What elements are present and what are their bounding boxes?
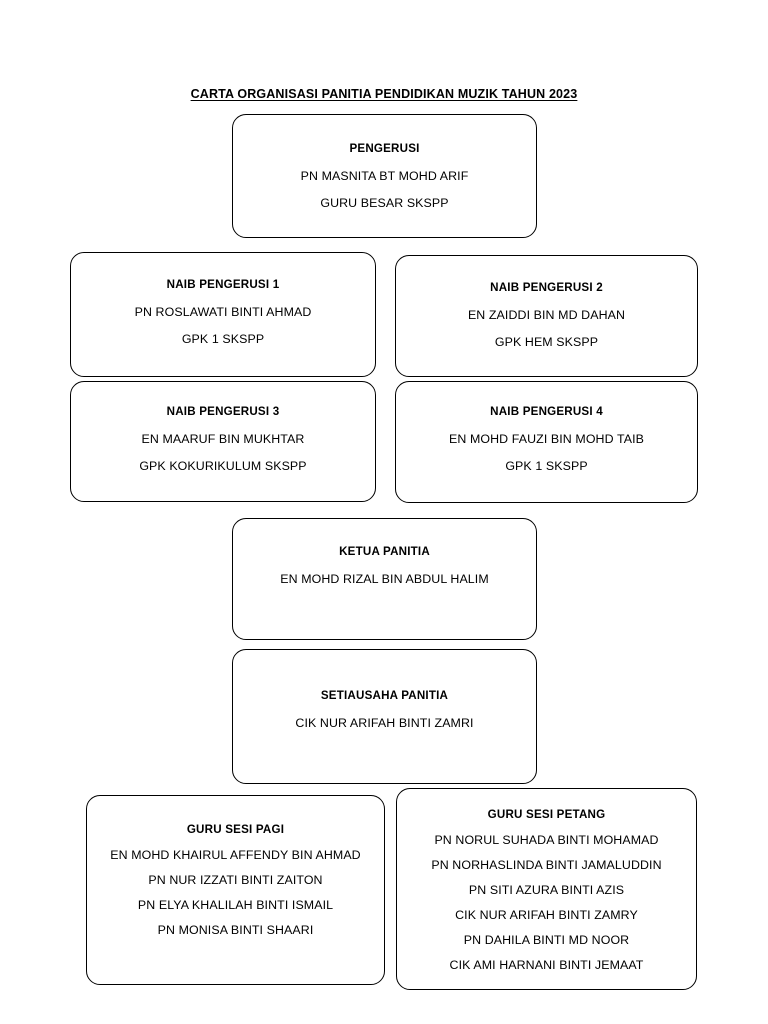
org-node-line: GPK 1 SKSPP xyxy=(505,459,588,473)
org-node-lines: PN MASNITA BT MOHD ARIF GURU BESAR SKSPP xyxy=(243,168,526,211)
org-node-role: NAIB PENGERUSI 4 xyxy=(490,405,603,418)
org-node-line: PN ELYA KHALILAH BINTI ISMAIL xyxy=(137,898,334,912)
org-node-lines: CIK NUR ARIFAH BINTI ZAMRI xyxy=(243,715,526,731)
org-node-line: EN MOHD FAUZI BIN MOHD TAIB xyxy=(449,432,644,446)
org-node-role: GURU SESI PETANG xyxy=(487,808,606,821)
org-node-setiausaha-panitia: SETIAUSAHA PANITIA CIK NUR ARIFAH BINTI … xyxy=(232,649,537,784)
org-node-line: PN SITI AZURA BINTI AZIS xyxy=(468,883,625,897)
org-node-line: EN MAARUF BIN MUKHTAR xyxy=(141,432,305,446)
org-node-lines: EN MOHD KHAIRUL AFFENDY BIN AHMAD PN NUR… xyxy=(97,847,374,938)
org-node-naib-pengerusi-1: NAIB PENGERUSI 1 PN ROSLAWATI BINTI AHMA… xyxy=(70,252,376,377)
org-node-line: PN DAHILA BINTI MD NOOR xyxy=(463,933,630,947)
org-node-lines: EN MOHD RIZAL BIN ABDUL HALIM xyxy=(243,571,526,587)
org-node-role: KETUA PANITIA xyxy=(339,545,430,558)
org-node-role: GURU SESI PAGI xyxy=(186,823,285,836)
org-node-pengerusi: PENGERUSI PN MASNITA BT MOHD ARIF GURU B… xyxy=(232,114,537,238)
org-node-line: PN NUR IZZATI BINTI ZAITON xyxy=(148,873,323,887)
org-node-line: GPK 1 SKSPP xyxy=(181,332,265,346)
org-node-role: PENGERUSI xyxy=(349,142,420,155)
org-node-line: EN ZAIDDI BIN MD DAHAN xyxy=(467,308,626,322)
org-node-role: NAIB PENGERUSI 3 xyxy=(166,405,280,418)
page-title: CARTA ORGANISASI PANITIA PENDIDIKAN MUZI… xyxy=(190,87,578,101)
org-node-guru-sesi-petang: GURU SESI PETANG PN NORUL SUHADA BINTI M… xyxy=(396,788,697,990)
org-node-lines: PN NORUL SUHADA BINTI MOHAMAD PN NORHASL… xyxy=(407,832,686,973)
org-node-lines: EN MOHD FAUZI BIN MOHD TAIB GPK 1 SKSPP xyxy=(406,431,687,474)
org-node-naib-pengerusi-4: NAIB PENGERUSI 4 EN MOHD FAUZI BIN MOHD … xyxy=(395,381,698,503)
org-node-naib-pengerusi-2: NAIB PENGERUSI 2 EN ZAIDDI BIN MD DAHAN … xyxy=(395,255,698,377)
org-node-role: NAIB PENGERUSI 2 xyxy=(490,281,603,294)
org-node-line: PN NORUL SUHADA BINTI MOHAMAD xyxy=(434,833,659,847)
org-node-line: CIK AMI HARNANI BINTI JEMAAT xyxy=(449,958,644,972)
org-node-role: SETIAUSAHA PANITIA xyxy=(320,689,449,702)
org-node-line: PN ROSLAWATI BINTI AHMAD xyxy=(134,305,312,319)
org-node-line: PN MASNITA BT MOHD ARIF xyxy=(300,169,469,183)
org-node-line: PN NORHASLINDA BINTI JAMALUDDIN xyxy=(431,858,662,872)
org-node-ketua-panitia: KETUA PANITIA EN MOHD RIZAL BIN ABDUL HA… xyxy=(232,518,537,640)
org-node-lines: EN MAARUF BIN MUKHTAR GPK KOKURIKULUM SK… xyxy=(81,431,365,474)
org-node-line: PN MONISA BINTI SHAARI xyxy=(157,923,314,937)
org-node-role: NAIB PENGERUSI 1 xyxy=(166,278,280,291)
org-node-line: GPK HEM SKSPP xyxy=(494,335,599,349)
org-node-lines: PN ROSLAWATI BINTI AHMAD GPK 1 SKSPP xyxy=(81,304,365,347)
org-node-line: GURU BESAR SKSPP xyxy=(320,196,449,210)
org-node-line: CIK NUR ARIFAH BINTI ZAMRI xyxy=(295,716,474,730)
org-node-guru-sesi-pagi: GURU SESI PAGI EN MOHD KHAIRUL AFFENDY B… xyxy=(86,795,385,985)
org-node-line: EN MOHD RIZAL BIN ABDUL HALIM xyxy=(280,572,489,586)
org-node-naib-pengerusi-3: NAIB PENGERUSI 3 EN MAARUF BIN MUKHTAR G… xyxy=(70,381,376,502)
org-node-lines: EN ZAIDDI BIN MD DAHAN GPK HEM SKSPP xyxy=(406,307,687,350)
org-node-line: CIK NUR ARIFAH BINTI ZAMRY xyxy=(455,908,638,922)
org-node-line: GPK KOKURIKULUM SKSPP xyxy=(139,459,307,473)
org-node-line: EN MOHD KHAIRUL AFFENDY BIN AHMAD xyxy=(110,848,361,862)
